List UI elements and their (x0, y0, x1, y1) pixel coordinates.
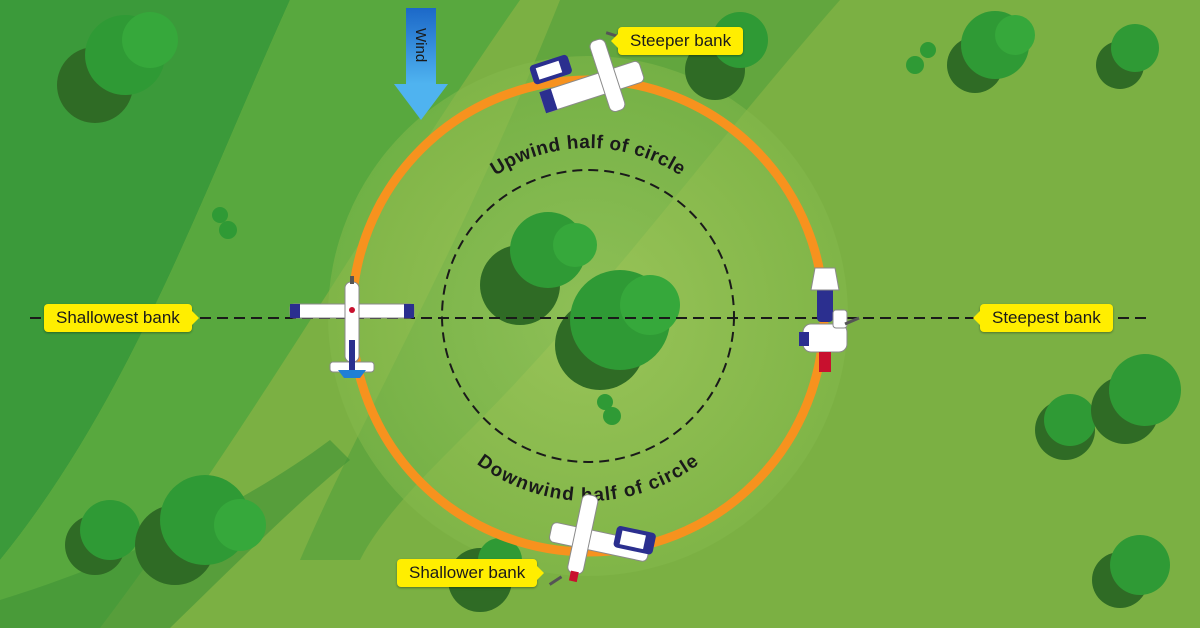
callout-pointer (191, 311, 199, 325)
wind-arrow: Wind (394, 8, 448, 120)
steepest-bank-callout: Steepest bank (973, 304, 1113, 332)
shallower-bank-label: Shallower bank (409, 563, 526, 582)
aircraft-east (799, 267, 860, 372)
steeper-bank-label: Steeper bank (630, 31, 732, 50)
callout-pointer (537, 566, 545, 580)
callout-pointer (973, 311, 980, 325)
callout-pointer (611, 34, 618, 48)
tree-icon (1092, 535, 1170, 608)
steeper-bank-callout: Steeper bank (611, 27, 744, 55)
wind-label: Wind (412, 28, 429, 62)
shallower-bank-callout: Shallower bank (397, 559, 545, 587)
tree-icon (480, 212, 597, 325)
tree-icon (212, 207, 237, 239)
tree-icon (906, 11, 1035, 93)
wind-half-divider-circle (441, 169, 735, 463)
tree-icon (1035, 354, 1181, 460)
trees (57, 11, 1181, 612)
tree-icon (57, 12, 178, 123)
airplane-icon (548, 494, 656, 586)
aircraft-south (548, 494, 656, 586)
tree-icon (597, 394, 621, 425)
aircraft-west (289, 276, 415, 378)
shallowest-bank-callout: Shallowest bank (44, 304, 199, 332)
airplane-icon (529, 31, 645, 114)
tree-icon (1096, 24, 1159, 89)
aircraft-north (529, 31, 645, 114)
shallowest-bank-label: Shallowest bank (56, 308, 180, 327)
tree-icon (65, 475, 266, 585)
down-arrow-icon (394, 8, 448, 120)
airplane-icon (799, 267, 860, 372)
steepest-bank-label: Steepest bank (992, 308, 1101, 327)
airplane-icon (289, 276, 415, 378)
tree-icon (555, 270, 680, 390)
ground-dark-band-left (0, 0, 290, 560)
